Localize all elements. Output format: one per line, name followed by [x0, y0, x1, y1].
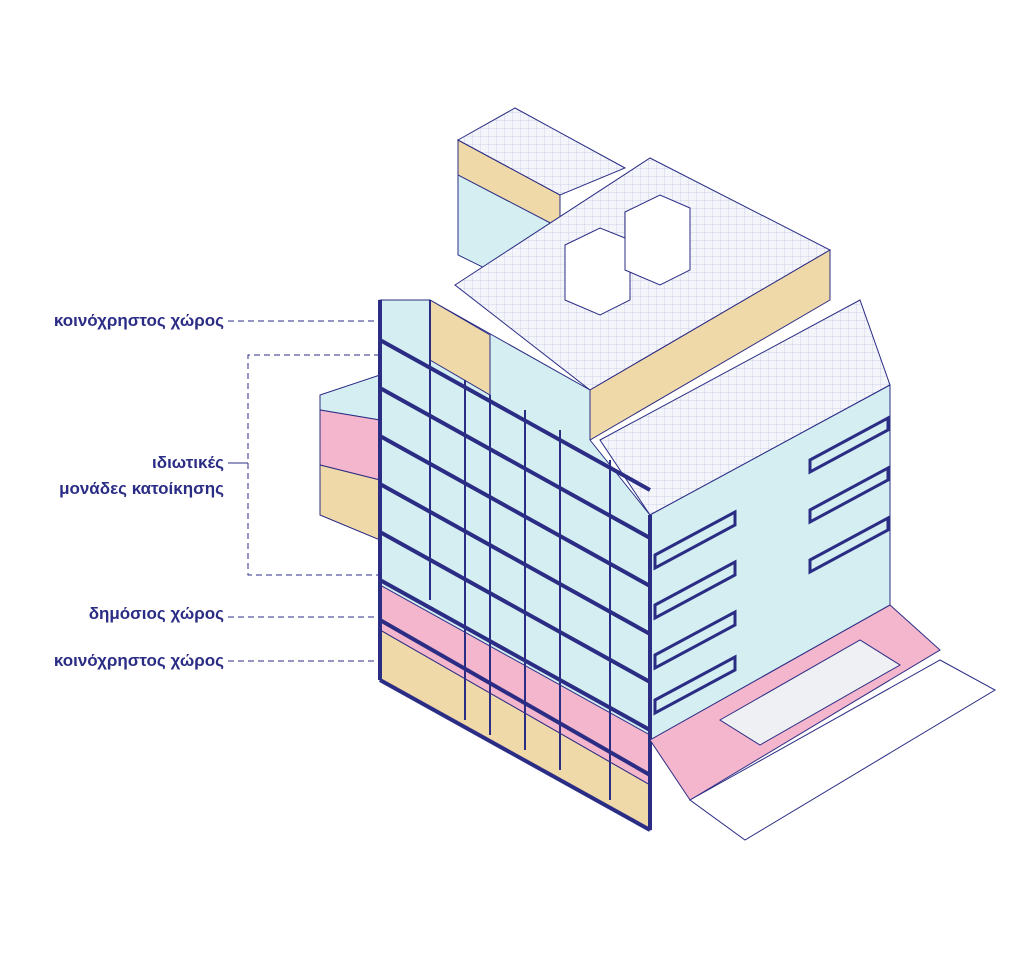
- label-shared-space-bottom: κοινόχρηστος χώρος: [53, 651, 224, 670]
- label-private-units-line1: ιδιωτικές: [152, 453, 224, 472]
- rooftop-box-1: [564, 227, 631, 316]
- label-private-units-line2: μονάδες κατοίκησης: [59, 479, 224, 498]
- label-public-space: δημόσιος χώρος: [88, 604, 224, 623]
- plaza-paving: [719, 639, 901, 746]
- rooftop-box-2: [624, 194, 691, 286]
- balconies: [653, 415, 890, 716]
- back-tower-roof: [456, 107, 627, 196]
- label-shared-space-top: κοινόχρηστος χώρος: [53, 311, 224, 330]
- floor-slabs: [378, 300, 652, 832]
- leader-lines: [228, 320, 380, 662]
- section-walls: [429, 300, 611, 800]
- sidewalk: [689, 659, 997, 841]
